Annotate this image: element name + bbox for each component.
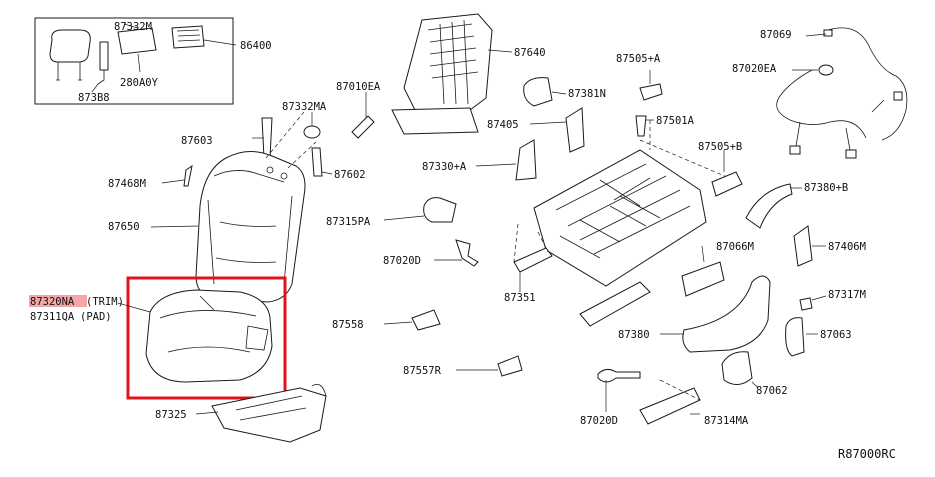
- switch-module-drawing: [117, 27, 157, 55]
- recliner-parts-group: [161, 92, 375, 187]
- screw-87020D-b: [597, 368, 641, 383]
- label-87505B: 87505+B: [698, 141, 742, 153]
- cover-87063: [785, 317, 805, 357]
- label-87062: 87062: [756, 385, 788, 397]
- cover-87330A: [515, 139, 537, 181]
- label-87351: 87351: [504, 292, 536, 304]
- label-87380B: 87380+B: [804, 182, 848, 194]
- label-87320NA: 87320NA: [30, 296, 75, 308]
- label-87311QA-note: (PAD): [80, 311, 112, 323]
- knob-87315PA: [423, 197, 457, 223]
- guide-clip-drawing: [99, 41, 109, 71]
- label-87406M: 87406M: [828, 241, 866, 253]
- control-unit-drawing: [171, 25, 205, 49]
- label-87330A: 87330+A: [422, 161, 467, 173]
- reference-code: R87000RC: [838, 447, 896, 461]
- screw-87020D-a: [455, 239, 479, 267]
- cushion-highlight-box: [126, 276, 287, 400]
- label-87320NA-highlight: [29, 295, 87, 307]
- knob-87062: [721, 351, 753, 385]
- label-87640: 87640: [514, 47, 546, 59]
- seat-frame-group: [513, 120, 735, 327]
- label-87020D-b: 87020D: [580, 415, 618, 427]
- right-parts-group: [660, 150, 827, 389]
- label-87066M: 87066M: [716, 241, 754, 253]
- bottom-parts-group: [597, 368, 701, 425]
- motor-drawing: [351, 115, 375, 139]
- harness-group: [776, 27, 908, 159]
- clip-87020EA: [818, 64, 834, 76]
- label-87501A: 87501A: [656, 115, 695, 127]
- seatback-lower-frame: [391, 107, 479, 135]
- seatback-frame-drawing: [403, 13, 493, 113]
- label-87332MA: 87332MA: [282, 101, 327, 113]
- bracket-87406M: [793, 225, 813, 267]
- seatback-trim-drawing: [195, 151, 306, 303]
- label-87069: 87069: [760, 29, 792, 41]
- finisher-87314MA: [639, 387, 701, 425]
- label-87314MA: 87314MA: [704, 415, 749, 427]
- label-87332M: 87332M: [114, 21, 152, 33]
- bracket-87405: [565, 107, 585, 153]
- label-87381N: 87381N: [568, 88, 606, 100]
- cover-87505B: [711, 171, 743, 197]
- part-labels: 87332M 86400 873B8 280A0Y 87640 87010EA …: [29, 21, 896, 461]
- mid-parts-group: [383, 70, 663, 377]
- label-873B8: 873B8: [78, 92, 110, 104]
- label-87405: 87405: [487, 119, 519, 131]
- clip-87557R: [497, 355, 523, 377]
- bushing-drawing: [303, 125, 321, 139]
- label-280A0Y: 280A0Y: [120, 77, 159, 89]
- headrest-kit-group: [34, 17, 237, 105]
- label-87505A: 87505+A: [616, 53, 661, 65]
- seatback-frame-group: [391, 13, 513, 135]
- headrest-drawing: [49, 29, 91, 63]
- label-87325: 87325: [155, 409, 187, 421]
- label-87020D-a: 87020D: [383, 255, 421, 267]
- label-87320NA-note: (TRIM): [86, 296, 124, 308]
- label-87380: 87380: [618, 329, 650, 341]
- finisher-87381N: [523, 77, 553, 107]
- bolt-87501A: [635, 115, 647, 137]
- seat-rail-left: [513, 247, 553, 273]
- seat-cushion-drawing: [145, 289, 273, 383]
- cover-87505A: [639, 83, 663, 101]
- label-87602: 87602: [334, 169, 366, 181]
- seatback-trim-group: [150, 111, 317, 303]
- label-87063: 87063: [820, 329, 852, 341]
- label-87010EA: 87010EA: [336, 81, 381, 93]
- seat-frame-drawing: [533, 149, 707, 287]
- label-87557R: 87557R: [403, 365, 442, 377]
- label-87558: 87558: [332, 319, 364, 331]
- label-87315PA: 87315PA: [326, 216, 371, 228]
- guide-tube-87602: [311, 147, 323, 177]
- seat-cushion-group: [117, 276, 287, 400]
- cushion-pan-group: [195, 383, 327, 443]
- clip-87558: [411, 309, 441, 331]
- seat-rail-right: [579, 281, 651, 327]
- cover-87380: [682, 275, 771, 353]
- label-87650: 87650: [108, 221, 140, 233]
- label-87603: 87603: [181, 135, 213, 147]
- clip-87317M: [799, 297, 813, 311]
- harness-drawing: [776, 27, 908, 151]
- knob-87066M: [681, 261, 725, 297]
- label-87468M: 87468M: [108, 178, 146, 190]
- label-86400: 86400: [240, 40, 272, 52]
- cover-87380B: [745, 183, 793, 229]
- headrest-kit-frame: [34, 17, 234, 105]
- label-87020EA: 87020EA: [732, 63, 777, 75]
- label-87317M: 87317M: [828, 289, 866, 301]
- hook-87468M: [183, 164, 193, 187]
- label-87311QA: 87311QA: [30, 311, 75, 323]
